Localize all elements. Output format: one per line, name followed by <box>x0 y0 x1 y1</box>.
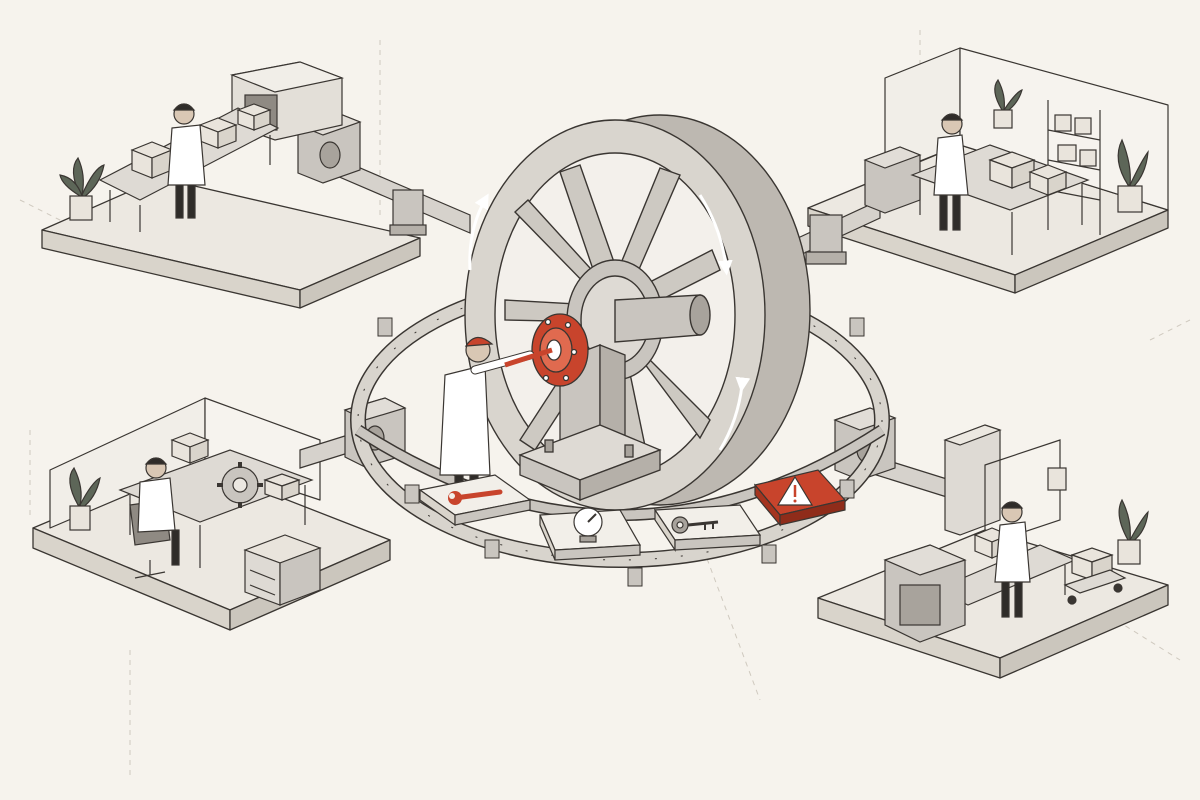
worker-desk <box>129 457 180 579</box>
worker-storage <box>933 113 969 231</box>
plant-icon <box>1117 498 1149 565</box>
tray-gauge <box>539 507 642 561</box>
gauge-icon <box>573 507 603 543</box>
platform-top-left <box>41 177 421 309</box>
station-packing <box>59 61 345 232</box>
wrench-icon <box>448 489 503 505</box>
coupling-top-left-2 <box>389 189 427 236</box>
worker-production <box>994 501 1031 618</box>
tray-wrench <box>418 474 532 527</box>
plant-icon <box>993 78 1023 129</box>
station-storage <box>910 78 1149 255</box>
coupling-top-right <box>863 146 922 214</box>
tool-trays <box>418 469 847 561</box>
station-production <box>883 424 1149 643</box>
plant-icon <box>59 156 105 221</box>
coupling-top-right-2 <box>805 214 847 265</box>
hub-flange-highlight <box>531 313 589 387</box>
warning-icon <box>776 475 814 506</box>
tray-warning <box>753 469 847 527</box>
gear-icon <box>217 462 263 508</box>
shelf-unit <box>1047 100 1101 235</box>
worker-packing <box>167 103 206 219</box>
station-desk <box>69 432 322 606</box>
track-supports <box>377 317 865 587</box>
plant-icon <box>69 466 101 531</box>
key-icon <box>671 516 719 534</box>
drawer-cabinet <box>243 534 322 606</box>
tray-key <box>653 504 762 552</box>
plant-icon <box>1117 138 1149 213</box>
box-stack <box>130 103 272 179</box>
